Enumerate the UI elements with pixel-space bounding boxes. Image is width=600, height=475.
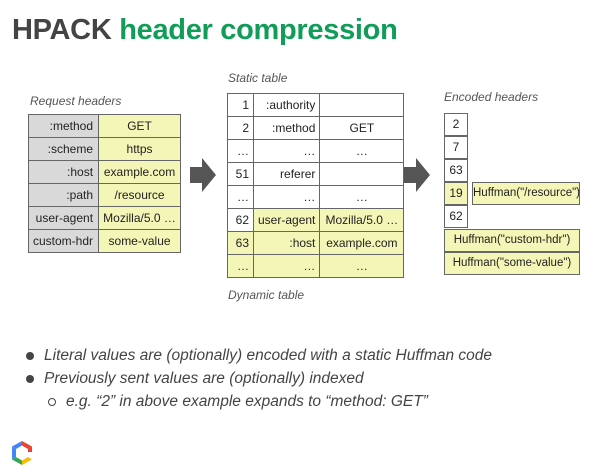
table-row: 51 referer xyxy=(227,162,405,186)
static-value xyxy=(319,93,405,117)
table-row: custom-hdr some-value xyxy=(27,229,182,253)
bullet-dot-icon xyxy=(26,375,34,383)
request-value: /resource xyxy=(98,183,182,207)
request-key: custom-hdr xyxy=(27,229,100,253)
table-row: 1 :authority xyxy=(227,93,405,117)
static-index: 51 xyxy=(227,162,254,186)
dynamic-table-caption: Dynamic table xyxy=(228,288,305,302)
encoded-index: 62 xyxy=(444,205,468,228)
bullet-item: Previously sent values are (optionally) … xyxy=(26,367,492,390)
static-index: 2 xyxy=(227,116,254,140)
static-table: 1 :authority 2 :method GET … … … 51 refe… xyxy=(227,93,405,278)
table-row: user-agent Mozilla/5.0 … xyxy=(27,206,182,230)
title-part-hpack: HPACK xyxy=(12,14,112,46)
request-value: https xyxy=(98,137,182,161)
request-key: :path xyxy=(27,183,100,207)
dynamic-key: user-agent xyxy=(252,208,321,232)
table-row: … … … xyxy=(227,254,405,278)
bullet-text: e.g. “2” in above example expands to “me… xyxy=(66,393,428,410)
dynamic-value: Mozilla/5.0 … xyxy=(319,208,405,232)
bullet-dot-icon xyxy=(26,352,34,360)
bullet-list: Literal values are (optionally) encoded … xyxy=(26,344,492,413)
table-row: :host example.com xyxy=(27,160,182,184)
table-row: 62 user-agent Mozilla/5.0 … xyxy=(227,208,405,232)
static-index: 1 xyxy=(227,93,254,117)
request-key: :scheme xyxy=(27,137,100,161)
table-row: 63 :host example.com xyxy=(227,231,405,255)
encoded-index: 19 xyxy=(444,182,468,205)
table-row: :method GET xyxy=(27,114,182,138)
dynamic-index: 62 xyxy=(227,208,254,232)
static-value: … xyxy=(319,185,405,209)
google-developers-logo-icon xyxy=(12,441,32,465)
request-value: example.com xyxy=(98,160,182,184)
dynamic-index: … xyxy=(227,254,254,278)
request-key: user-agent xyxy=(27,206,100,230)
static-key: … xyxy=(252,139,321,163)
dynamic-value: example.com xyxy=(319,231,405,255)
static-key: :method xyxy=(252,116,321,140)
table-row: :path /resource xyxy=(27,183,182,207)
static-index: … xyxy=(227,185,254,209)
request-headers-table: :method GET :scheme https :host example.… xyxy=(27,114,182,253)
static-value xyxy=(319,162,405,186)
static-key: :authority xyxy=(252,93,321,117)
request-value: some-value xyxy=(98,229,182,253)
encoded-headers-caption: Encoded headers xyxy=(444,90,539,104)
title-part-header-compression: header compression xyxy=(119,14,398,46)
encoded-index: 7 xyxy=(444,136,468,159)
bullet-ring-icon xyxy=(48,398,56,406)
bullet-item: Literal values are (optionally) encoded … xyxy=(26,344,492,367)
bullet-text: Literal values are (optionally) encoded … xyxy=(44,347,493,364)
dynamic-value: … xyxy=(319,254,405,278)
static-value: GET xyxy=(319,116,405,140)
slide-title: HPACK header compression xyxy=(12,14,398,47)
request-key: :method xyxy=(27,114,100,138)
huffman-resource-box: Huffman("/resource") xyxy=(472,182,580,205)
static-key: … xyxy=(252,185,321,209)
request-key: :host xyxy=(27,160,100,184)
static-index: … xyxy=(227,139,254,163)
right-arrow-icon xyxy=(190,158,216,192)
dynamic-key: :host xyxy=(252,231,321,255)
table-row: :scheme https xyxy=(27,137,182,161)
dynamic-index: 63 xyxy=(227,231,254,255)
static-value: … xyxy=(319,139,405,163)
request-value: GET xyxy=(98,114,182,138)
static-key: referer xyxy=(252,162,321,186)
table-row: … … … xyxy=(227,185,405,209)
request-headers-caption: Request headers xyxy=(30,94,122,108)
huffman-some-value-box: Huffman("some-value") xyxy=(444,252,580,275)
sub-bullet-item: e.g. “2” in above example expands to “me… xyxy=(26,390,492,413)
huffman-custom-hdr-box: Huffman("custom-hdr") xyxy=(444,229,580,252)
dynamic-key: … xyxy=(252,254,321,278)
request-value: Mozilla/5.0 … xyxy=(98,206,182,230)
right-arrow-icon xyxy=(404,158,430,192)
encoded-index: 2 xyxy=(444,113,468,136)
encoded-index: 63 xyxy=(444,159,468,182)
table-row: 2 :method GET xyxy=(227,116,405,140)
table-row: … … … xyxy=(227,139,405,163)
bullet-text: Previously sent values are (optionally) … xyxy=(44,370,364,387)
static-table-caption: Static table xyxy=(228,71,288,85)
